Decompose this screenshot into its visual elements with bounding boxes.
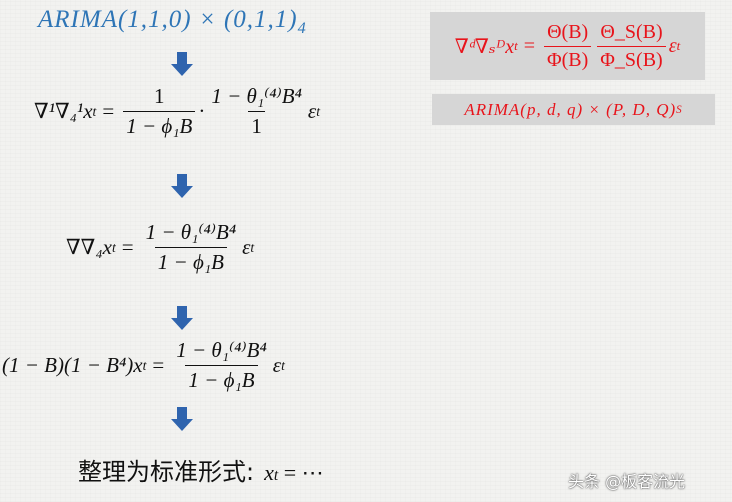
box1-fraction-1: Θ(B)Φ(B) — [544, 20, 592, 72]
eq2-epsilon-sub: t — [250, 239, 255, 255]
eq1-f2-den: 1 — [248, 111, 265, 139]
eq2-num: 1 − θ₁⁽⁴⁾B⁴ — [145, 220, 237, 244]
eq3-lhs-sub: t — [142, 357, 147, 373]
box1-lhs-sub: t — [514, 38, 518, 53]
eq1-epsilon: ε — [307, 99, 317, 123]
down-arrow-icon — [171, 174, 193, 198]
down-arrow-icon — [171, 306, 193, 330]
box1-equals: = — [523, 34, 536, 57]
box1-f2-num: Θ_S(B) — [600, 20, 663, 43]
down-arrow-icon — [171, 407, 193, 431]
box1-f1-den: Φ(B) — [544, 45, 592, 72]
model-title-text: ARIMA(1,1,0) × (0,1,1) — [38, 6, 298, 33]
eq1-fraction-1: 1 1 − ϕ₁B — [123, 84, 196, 139]
eq2-lhs-sub: t — [111, 239, 116, 255]
eq1-epsilon-sub: t — [316, 103, 320, 119]
eq1-lhs: ∇¹∇₄¹x — [34, 99, 93, 123]
eq2-fraction: 1 − θ₁⁽⁴⁾B⁴ 1 − ϕ₁B — [143, 220, 240, 275]
box2-sub: S — [676, 103, 683, 116]
eq3-num: 1 − θ₁⁽⁴⁾B⁴ — [176, 338, 267, 362]
final-label: 整理为标准形式: — [78, 458, 255, 486]
eq1-equals: = — [102, 99, 115, 123]
box1-f2-den: Φ_S(B) — [597, 45, 666, 72]
eq1-dot: · — [198, 99, 206, 123]
eq2-lhs: ∇∇₄x — [66, 235, 112, 259]
box1-f1-num: Θ(B) — [547, 20, 589, 43]
eq3-den: 1 − ϕ₁B — [185, 365, 258, 393]
final-x: x — [264, 460, 274, 485]
model-title: ARIMA(1,1,0) × (0,1,1)4 — [38, 6, 307, 38]
eq3-lhs: (1 − B)(1 − B⁴)x — [2, 353, 143, 377]
eq2-epsilon: ε — [242, 235, 251, 259]
eq3-equals: = — [152, 353, 165, 377]
eq1-f1-den: 1 − ϕ₁B — [123, 111, 196, 139]
eq1-lhs-sub: t — [92, 103, 97, 119]
eq3-epsilon: ε — [272, 353, 282, 377]
down-arrow-icon — [171, 52, 193, 76]
eq3-fraction: 1 − θ₁⁽⁴⁾B⁴ 1 − ϕ₁B — [173, 338, 270, 393]
eq2-den: 1 − ϕ₁B — [154, 247, 227, 275]
eq1-f1-num: 1 — [154, 84, 165, 108]
eq1-fraction-2: 1 − θ₁⁽⁴⁾B⁴ 1 — [208, 84, 305, 139]
watermark: 头条 @板客流光 — [568, 472, 686, 491]
box1-epsilon-sub: t — [676, 38, 681, 53]
model-title-sub: 4 — [297, 19, 307, 37]
final-rest: = ⋯ — [278, 460, 324, 485]
eq2-equals: = — [121, 235, 134, 259]
box1-lhs: ∇ᵈ∇ₛᴰx — [454, 35, 515, 58]
box1-epsilon: ε — [668, 34, 677, 57]
eq1-f2-num: 1 − θ₁⁽⁴⁾B⁴ — [211, 84, 302, 108]
box1-fraction-2: Θ_S(B)Φ_S(B) — [597, 20, 666, 72]
box2-text: ARIMA(p, d, q) × (P, D, Q) — [464, 99, 677, 119]
final-x-sub: t — [273, 467, 279, 484]
eq3-epsilon-sub: t — [281, 357, 285, 373]
model-notation-box: ARIMA(p, d, q) × (P, D, Q)S — [432, 94, 715, 125]
